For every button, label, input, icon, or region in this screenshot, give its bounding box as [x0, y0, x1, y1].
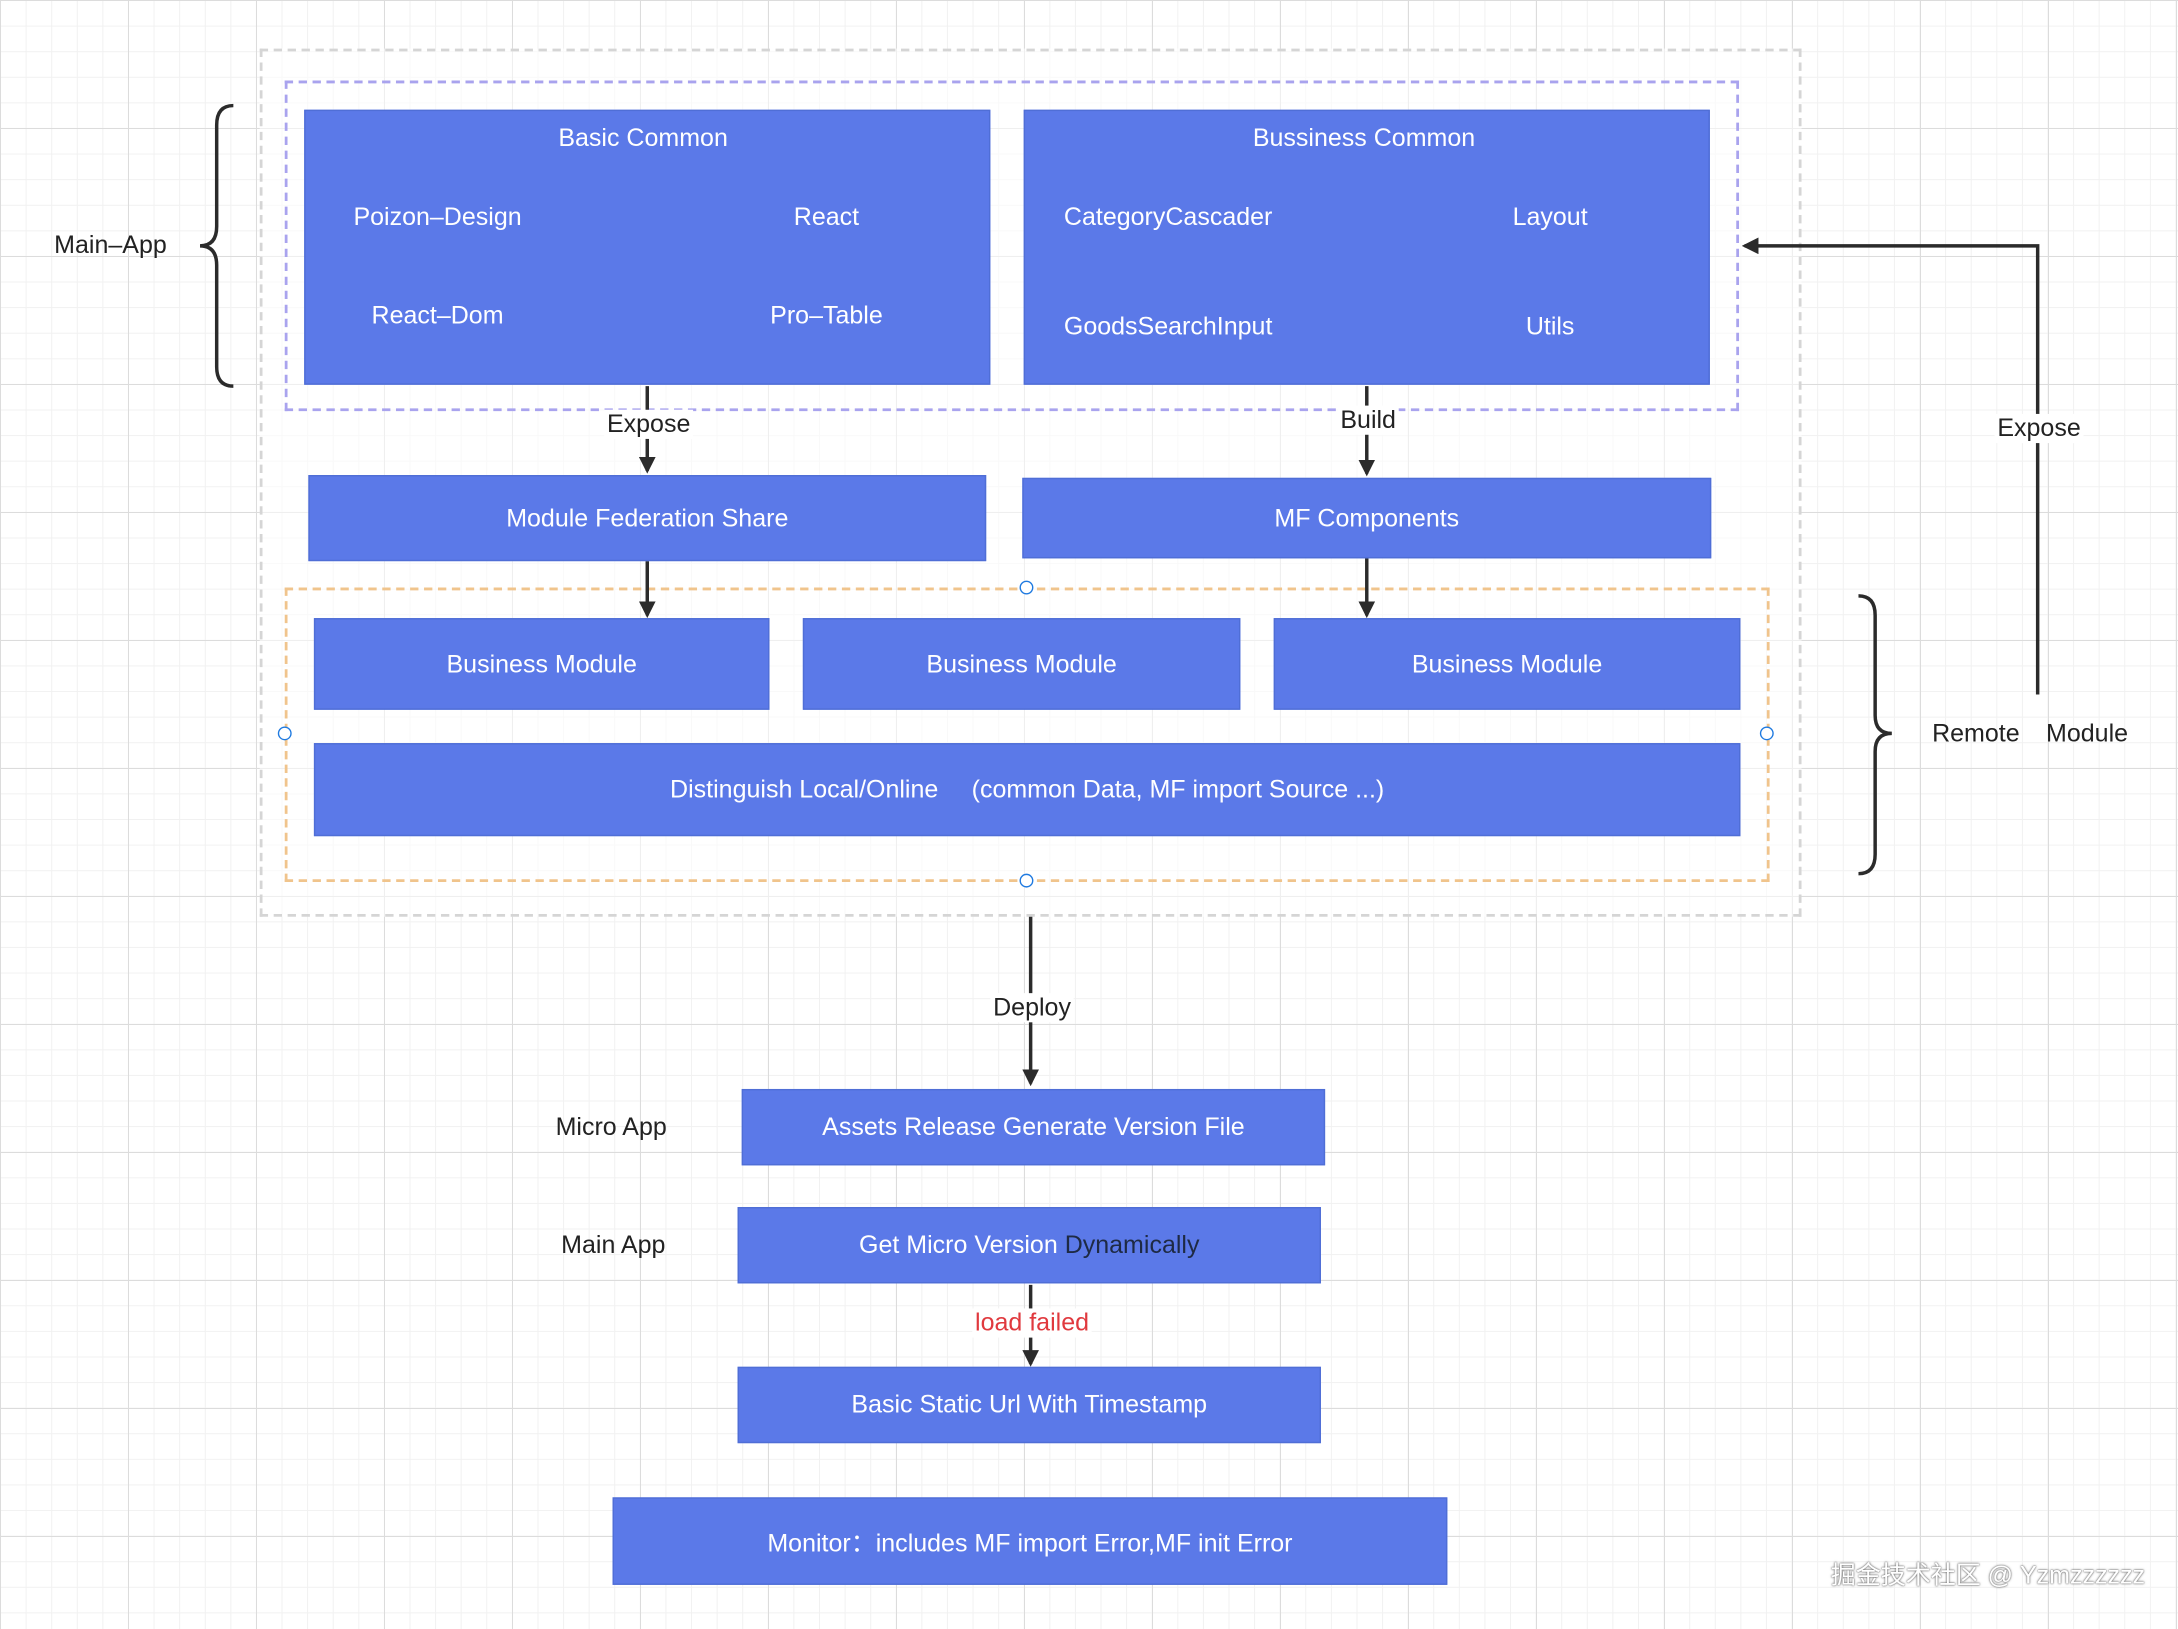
distinguish-box[interactable]: Distinguish Local/Online (common Data, M…	[313, 743, 1741, 837]
business-common-title: Bussiness Common	[1252, 123, 1476, 152]
module-federation-share-box[interactable]: Module Federation Share	[308, 475, 987, 562]
basic-common-title: Basic Common	[558, 123, 728, 152]
distinguish-detail-text: (common Data, MF import Source ...)	[971, 775, 1385, 803]
brace-remote-module	[1858, 594, 1892, 876]
business-module-box[interactable]: Business Module	[1273, 618, 1741, 710]
micro-app-label: Micro App	[555, 1112, 667, 1141]
main-app-group	[284, 80, 1740, 412]
business-module-box[interactable]: Business Module	[802, 618, 1241, 710]
edge-label-expose-left: Expose	[604, 409, 694, 439]
edge-label-load-failed: load failed	[972, 1308, 1092, 1338]
business-common-item: CategoryCascader	[1063, 202, 1273, 231]
get-micro-version-box[interactable]: Get Micro Version Dynamically	[737, 1207, 1321, 1284]
remote-module-label: Remote Module	[1932, 720, 2128, 749]
selection-handle[interactable]	[277, 726, 292, 741]
business-common-item: Utils	[1525, 312, 1575, 341]
selection-handle[interactable]	[1759, 726, 1774, 741]
dynamically-text: Dynamically	[1064, 1230, 1200, 1259]
edge-label-deploy: Deploy	[990, 993, 1074, 1023]
selection-handle[interactable]	[1019, 873, 1034, 888]
business-common-box[interactable]: Bussiness Common CategoryCascader Layout…	[1023, 109, 1710, 385]
module-label-word: Module	[2046, 719, 2129, 748]
business-common-item: Layout	[1512, 202, 1588, 231]
selection-handle[interactable]	[1019, 580, 1034, 595]
edge-label-expose-right: Expose	[1994, 413, 2084, 444]
mf-components-box[interactable]: MF Components	[1022, 477, 1712, 559]
get-micro-version-text: Get Micro Version	[859, 1230, 1065, 1259]
remote-label-word: Remote	[1932, 719, 2020, 748]
distinguish-main-text: Distinguish Local/Online	[670, 775, 939, 803]
basic-common-item: Poizon–Design	[353, 202, 522, 231]
monitor-box[interactable]: Monitor：includes MF import Error,MF init…	[612, 1497, 1448, 1585]
brace-main-app	[199, 103, 234, 388]
basic-common-box[interactable]: Basic Common Poizon–Design React React–D…	[304, 109, 991, 385]
basic-common-item: React–Dom	[371, 301, 504, 330]
business-common-item: GoodsSearchInput	[1063, 312, 1273, 341]
main-app-row-label: Main App	[561, 1230, 666, 1259]
basic-common-item: Pro–Table	[770, 301, 883, 330]
business-module-box[interactable]: Business Module	[313, 618, 770, 710]
edge-label-build: Build	[1337, 405, 1399, 435]
watermark: 掘金技术社区 @ Yzmzzzzzz	[1830, 1561, 2146, 1590]
assets-release-box[interactable]: Assets Release Generate Version File	[741, 1088, 1326, 1166]
basic-common-item: React	[793, 202, 860, 231]
basic-static-url-box[interactable]: Basic Static Url With Timestamp	[737, 1366, 1321, 1444]
main-app-label: Main–App	[54, 230, 167, 259]
